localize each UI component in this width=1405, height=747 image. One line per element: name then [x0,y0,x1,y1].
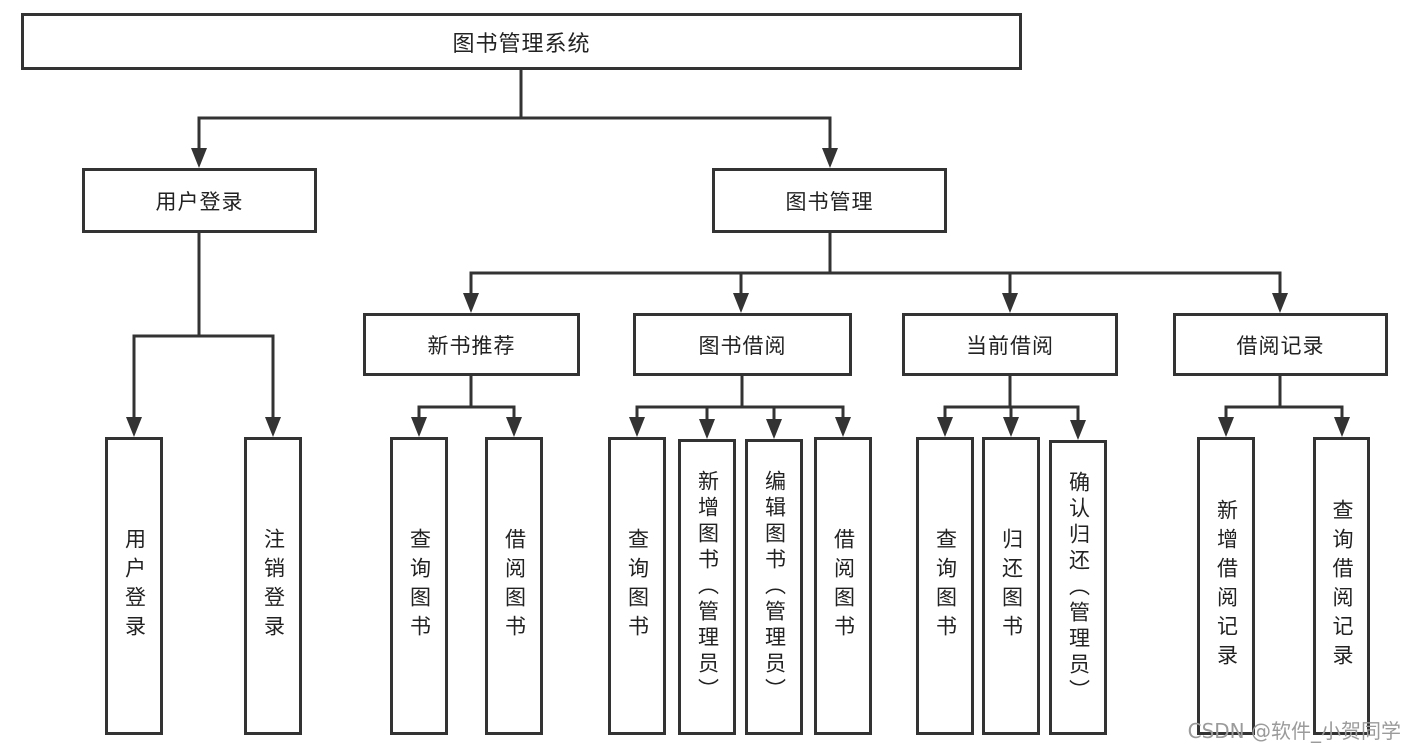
arrowhead-icon [835,417,851,437]
node-book-borrow: 图书借阅 [633,313,852,376]
node-borrow-books-b: 借阅图书 [814,437,872,735]
node-edit-books-admin: 编辑图书（管理员） [745,439,803,735]
node-label-confirm-return-admin: 确认归还（管理员） [1066,470,1091,705]
node-login: 用户登录 [105,437,163,735]
node-borrow-records: 借阅记录 [1173,313,1388,376]
arrowhead-icon [1003,417,1019,437]
arrowhead-icon [766,419,782,439]
arrowhead-icon [629,417,645,437]
arrowhead-icon [937,417,953,437]
arrowhead-icon [126,417,142,437]
node-label-book-management: 图书管理 [785,189,874,214]
node-label-login: 用户登录 [122,528,147,644]
node-label-logout: 注销登录 [261,528,286,644]
arrowhead-icon [265,417,281,437]
node-label-root: 图书管理系统 [452,31,591,57]
arrowhead-icon [1218,417,1234,437]
node-user-login: 用户登录 [82,168,317,233]
node-logout: 注销登录 [244,437,302,735]
arrowhead-icon [733,293,749,313]
node-label-query-books-b: 查询图书 [625,528,650,644]
node-label-return-books: 归还图书 [999,528,1024,644]
arrowhead-icon [1002,293,1018,313]
node-label-query-borrow-record: 查询借阅记录 [1330,499,1354,673]
node-query-borrow-record: 查询借阅记录 [1313,437,1370,735]
node-new-book-recommend: 新书推荐 [363,313,580,376]
node-label-edit-books-admin: 编辑图书（管理员） [762,470,787,704]
arrowhead-icon [463,293,479,313]
node-add-books-admin: 新增图书（管理员） [678,439,736,735]
arrowhead-icon [1272,293,1288,313]
arrowhead-icon [1334,417,1350,437]
node-label-query-books-a: 查询图书 [407,528,432,644]
node-root: 图书管理系统 [21,13,1022,70]
node-add-borrow-record: 新增借阅记录 [1197,437,1255,735]
node-book-management: 图书管理 [712,168,947,233]
node-label-add-borrow-record: 新增借阅记录 [1214,499,1239,673]
node-label-borrow-books-a: 借阅图书 [502,528,527,644]
node-query-books-a: 查询图书 [390,437,448,735]
arrowhead-icon [506,417,522,437]
watermark: CSDN @软件_小贺同学 [1187,719,1401,743]
arrowhead-icon [411,417,427,437]
node-label-borrow-books-b: 借阅图书 [831,528,856,644]
arrowhead-icon [822,148,838,168]
arrowhead-icon [191,148,207,168]
node-label-add-books-admin: 新增图书（管理员） [695,470,720,704]
node-label-borrow-records: 借阅记录 [1236,333,1325,358]
node-query-books-c: 查询图书 [916,437,974,735]
arrowhead-icon [1070,420,1086,440]
arrowhead-icon [699,419,715,439]
node-label-current-borrow: 当前借阅 [966,333,1054,358]
node-label-book-borrow: 图书借阅 [698,333,787,358]
node-query-books-b: 查询图书 [608,437,666,735]
node-current-borrow: 当前借阅 [902,313,1118,376]
node-label-new-book-recommend: 新书推荐 [427,333,516,358]
node-borrow-books-a: 借阅图书 [485,437,543,735]
node-return-books: 归还图书 [982,437,1040,735]
node-confirm-return-admin: 确认归还（管理员） [1049,440,1107,735]
node-label-query-books-c: 查询图书 [933,528,958,644]
node-label-user-login: 用户登录 [155,189,244,214]
